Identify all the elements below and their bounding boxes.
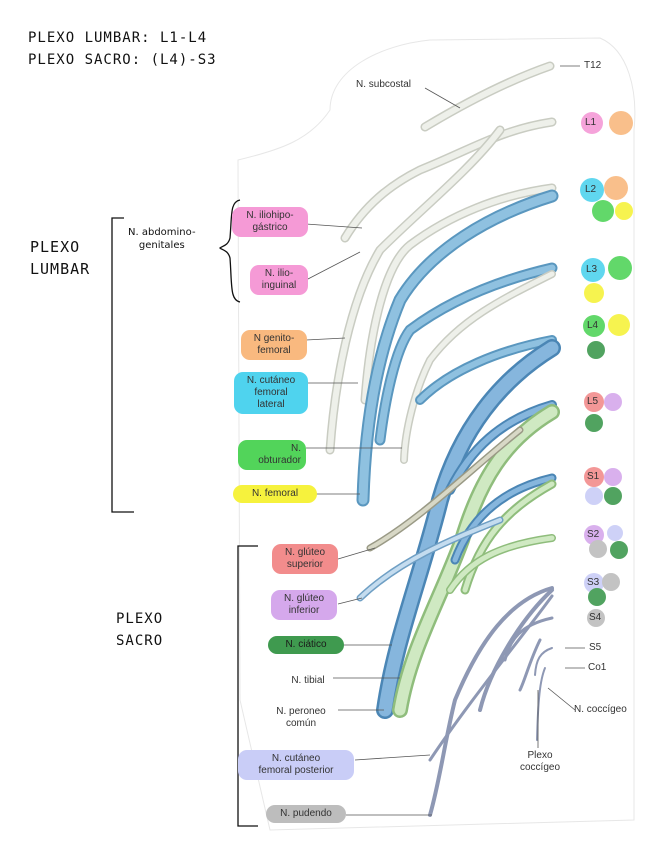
label-tibial: N. tibial — [291, 675, 325, 686]
title-line-2: PLEXO SACRO: (L4)-S3 — [28, 52, 217, 68]
lumbar-bracket — [111, 217, 134, 513]
label-ilioinguinal: N. ilio- inguinal — [250, 265, 308, 295]
label-subcostal: N. subcostal — [356, 79, 412, 90]
root-S3: S3 — [587, 577, 600, 588]
label-coccigeo: N. coccígeo — [574, 704, 627, 715]
root-color-dots — [580, 111, 633, 627]
brackets — [111, 199, 258, 827]
body-silhouette — [237, 37, 636, 831]
label-cutaneo-femoral-lateral: N. cutáneo femoral lateral — [234, 372, 308, 414]
root-L4: L4 — [587, 320, 599, 331]
root-L2: L2 — [585, 184, 597, 195]
root-S4: S4 — [589, 612, 602, 623]
sacral-bracket — [237, 545, 258, 827]
label-pudendo: N. pudendo — [266, 805, 346, 823]
abdomino-brace — [219, 199, 241, 303]
label-obturador: N. obturador — [238, 440, 306, 470]
label-ciatico: N. ciático — [268, 636, 344, 654]
label-femoral: N. femoral — [233, 485, 317, 503]
root-L5: L5 — [587, 396, 599, 407]
group-lumbar: PLEXO LUMBAR — [30, 238, 91, 278]
label-cutaneo-femoral-posterior: N. cutáneo femoral posterior — [238, 750, 354, 780]
leader-lines — [305, 65, 585, 816]
root-S1: S1 — [587, 471, 600, 482]
root-T12: T12 — [584, 60, 602, 71]
label-peroneo-comun: N. peroneo común — [276, 706, 326, 729]
sacral-nerves — [356, 339, 561, 817]
label-plexo-coccigeo: Plexo coccígeo — [519, 750, 561, 773]
root-L3: L3 — [586, 264, 598, 275]
lumbar-nerves — [325, 61, 559, 507]
root-S5: S5 — [589, 642, 602, 653]
root-L1: L1 — [585, 117, 597, 128]
group-abdomino: N. abdomino- genitales — [128, 227, 196, 251]
root-S2: S2 — [587, 529, 600, 540]
label-iliohipogastrico: N. iliohipo- gástrico — [232, 207, 308, 237]
label-genitofemoral: N genito- femoral — [241, 330, 307, 360]
group-sacral: PLEXO SACRO — [116, 611, 164, 649]
title-line-1: PLEXO LUMBAR: L1-L4 — [28, 30, 208, 46]
label-gluteo-superior: N. glúteo superior — [272, 544, 338, 574]
root-Co1: Co1 — [588, 662, 607, 673]
label-gluteo-inferior: N. glúteo inferior — [271, 590, 337, 620]
